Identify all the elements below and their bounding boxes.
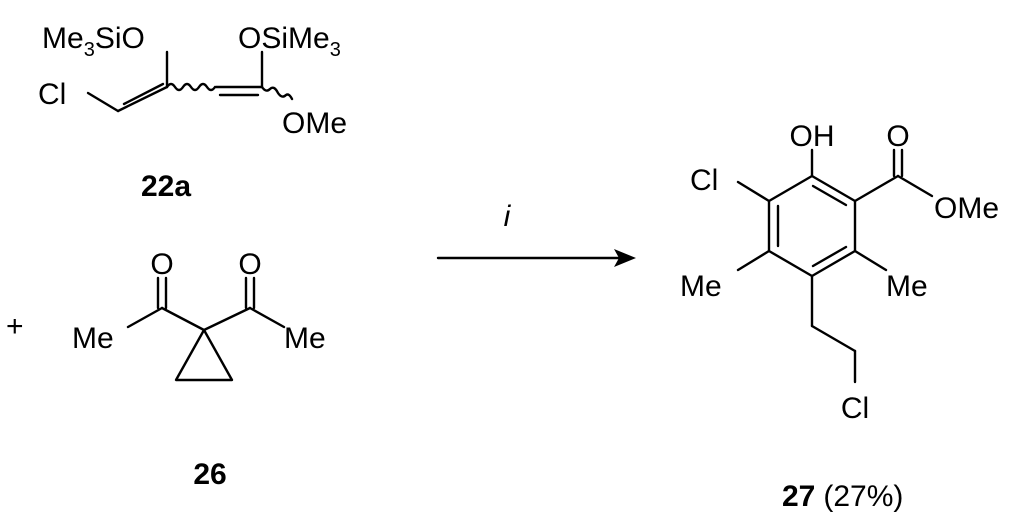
reactant-22a-bonds [86, 50, 294, 113]
compound-number-27: 27(27%) [782, 480, 903, 513]
label-cl-chain: Cl [841, 392, 869, 425]
label-o-right: O [238, 248, 261, 281]
label-osime3: OSiMe3 [238, 22, 341, 61]
reagent-label: i [504, 200, 512, 233]
bond-ccarbonyl-me-right [248, 306, 286, 329]
plus-sign: + [6, 310, 24, 343]
bond-ccarbonyl-me-left [126, 306, 164, 329]
label-ome: OMe [282, 107, 347, 140]
bond-c2-cester [853, 174, 900, 203]
label-cl: Cl [38, 78, 66, 111]
label-me-right: Me [284, 322, 326, 355]
bond-cq-ccarbonyl-right [202, 306, 252, 332]
arrow-head [614, 249, 636, 267]
bond-ester-ome [896, 174, 934, 198]
bond-c1-c2-inner [122, 82, 165, 106]
label-cl-ring: Cl [690, 164, 718, 197]
reactant-26: O O Me Me 26 [72, 248, 326, 491]
cyclopropane-ring [174, 328, 234, 382]
bond-cl-c1 [86, 91, 120, 113]
reaction-arrow: i [436, 200, 636, 267]
bond-ch2-ch2 [810, 324, 857, 353]
label-o-left: O [150, 248, 173, 281]
ring-inner-1 [811, 184, 848, 207]
reactant-22a: Me3SiO OSiMe3 Cl OMe 22a [38, 22, 347, 203]
bond-c5-me [736, 249, 771, 272]
bond-c1-c2 [116, 85, 169, 113]
label-oh: OH [790, 120, 835, 153]
bond-c3-me [853, 249, 888, 272]
reactant-26-bonds [126, 276, 286, 382]
label-me3sio: Me3SiO [42, 22, 145, 61]
label-me-left: Me [72, 322, 114, 355]
compound-number-26: 26 [193, 458, 226, 491]
label-me-left: Me [680, 270, 722, 303]
benzene-ring [767, 174, 857, 278]
product-27: OH O OMe Cl Me Me Cl 27(27%) [680, 120, 999, 513]
label-o: O [886, 120, 909, 153]
label-me-right: Me [886, 270, 928, 303]
product-27-bonds [736, 148, 934, 384]
bond-c6-cl [736, 180, 771, 203]
bond-c4-ome-wavy [260, 85, 294, 101]
compound-number-22a: 22a [141, 170, 191, 203]
label-ome: OMe [934, 192, 999, 225]
ring-inner-2 [811, 245, 848, 268]
bond-c2-c3-wavy [165, 82, 217, 92]
bond-ccarbonyl-cq-left [160, 306, 206, 332]
